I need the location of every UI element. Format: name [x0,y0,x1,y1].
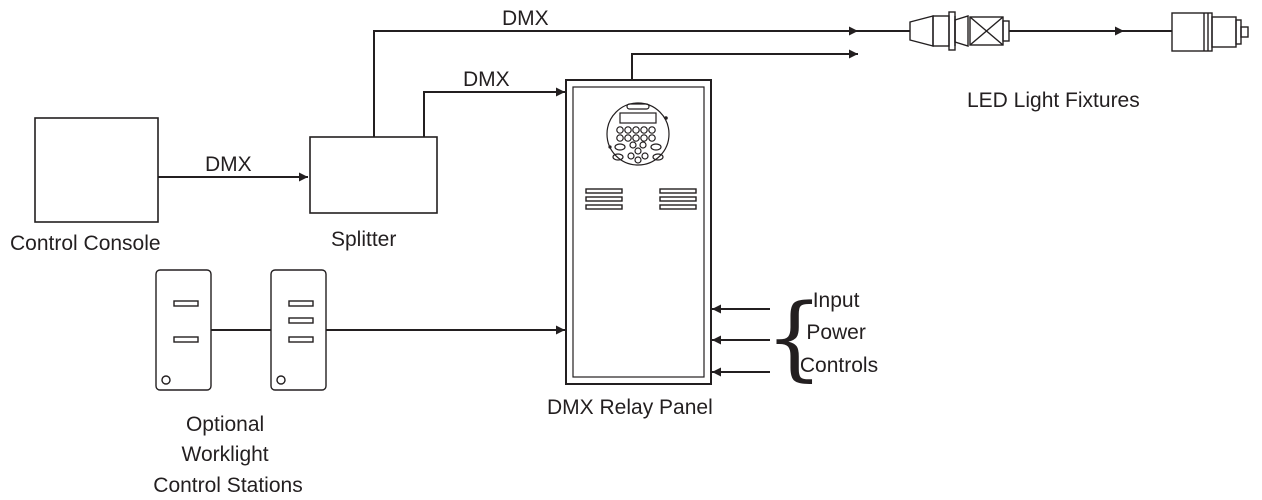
input-power-label: Input Power Controls [800,289,878,377]
worklight-station-2 [270,269,327,391]
panel-output-link [631,49,858,80]
worklight-label-line-1: Optional [186,413,264,436]
led-light-fixture-2 [1171,12,1249,52]
dmx-link-splitter-fixtures [373,26,858,137]
dmx-label-splitter-panel: DMX [463,68,510,91]
worklight-station-1 [155,269,212,391]
worklight-label: Optional Worklight Control Stations [153,413,302,497]
led-light-fixture-1 [858,11,1172,51]
dmx-label-console-splitter: DMX [205,153,252,176]
control-console [34,117,159,223]
power-label-line-1: Input [813,289,860,312]
worklight-label-line-3: Control Stations [153,474,302,497]
dmx-link-splitter-panel [423,87,565,137]
dmx-relay-panel [565,79,712,385]
splitter-label: Splitter [331,228,396,251]
power-label-line-3: Controls [800,354,878,377]
panel-vents [585,188,697,210]
relay-panel-label: DMX Relay Panel [547,396,713,419]
power-label-line-2: Power [806,321,866,344]
control-console-label: Control Console [10,232,161,255]
dmx-label-splitter-fixtures: DMX [502,7,549,30]
worklight-label-line-2: Worklight [182,443,269,466]
led-fixtures-label: LED Light Fixtures [967,89,1140,112]
input-brace: { [765,284,824,391]
relay-controller-keypad [606,102,670,166]
input-power-arrows [712,304,770,377]
splitter [309,136,438,214]
